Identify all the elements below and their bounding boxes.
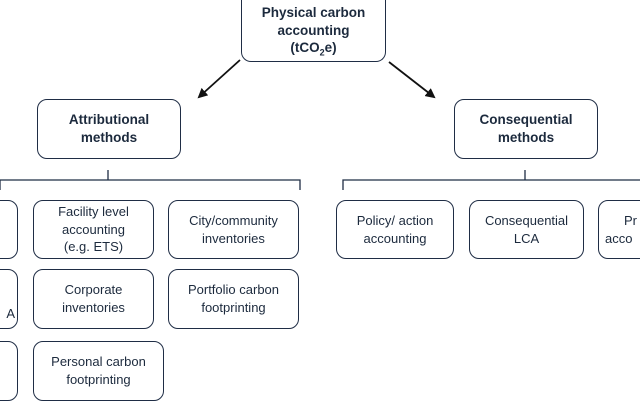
consequential-brace — [342, 170, 640, 190]
portfolio-carbon-footprinting-label: Portfolio carbon footprinting — [187, 282, 280, 315]
partial-left-box-bottom — [0, 341, 18, 401]
partial-left-middle-fragment: A — [6, 306, 15, 322]
attributional-methods-node: Attributional methods — [37, 99, 181, 159]
consequential-lca-node: Consequential LCA — [469, 200, 584, 259]
personal-carbon-footprinting-node: Personal carbon footprinting — [33, 341, 164, 401]
partial-right-line2: acco — [605, 230, 633, 246]
root-unit-subscript: 2 — [319, 47, 325, 58]
policy-action-accounting-label: Policy/ action accounting — [356, 212, 434, 246]
root-line2: accounting — [277, 22, 350, 38]
partial-left-box-middle: A — [0, 269, 18, 329]
attributional-brace — [0, 170, 301, 190]
consequential-lca-label: Consequential LCA — [484, 212, 569, 246]
consequential-methods-node: Consequential methods — [454, 99, 598, 159]
root-line1: Physical carbon — [261, 5, 366, 21]
partial-right-line1: Pr — [624, 212, 637, 228]
arrow-to-consequential — [388, 61, 436, 99]
facility-level-accounting-label: Facility level accounting (e.g. ETS) — [58, 204, 129, 255]
city-community-inventories-node: City/community inventories — [168, 200, 299, 259]
root-unit-prefix: (tCO — [290, 40, 320, 56]
partial-left-box-top — [0, 200, 18, 259]
city-community-inventories-label: City/community inventories — [189, 212, 278, 246]
portfolio-carbon-footprinting-node: Portfolio carbon footprinting — [168, 269, 299, 329]
partial-right-node: Pr acco — [598, 200, 640, 259]
corporate-inventories-node: Corporate inventories — [33, 269, 154, 329]
corporate-inventories-label: Corporate inventories — [62, 282, 125, 315]
partial-right-label: Pr acco — [605, 212, 637, 247]
arrow-to-attributional — [197, 59, 241, 99]
attributional-methods-label: Attributional methods — [68, 112, 150, 145]
root-unit-suffix: e) — [324, 40, 337, 56]
personal-carbon-footprinting-label: Personal carbon footprinting — [51, 354, 146, 387]
consequential-methods-label: Consequential methods — [479, 112, 573, 145]
facility-level-accounting-node: Facility level accounting (e.g. ETS) — [33, 200, 154, 259]
policy-action-accounting-node: Policy/ action accounting — [336, 200, 454, 259]
